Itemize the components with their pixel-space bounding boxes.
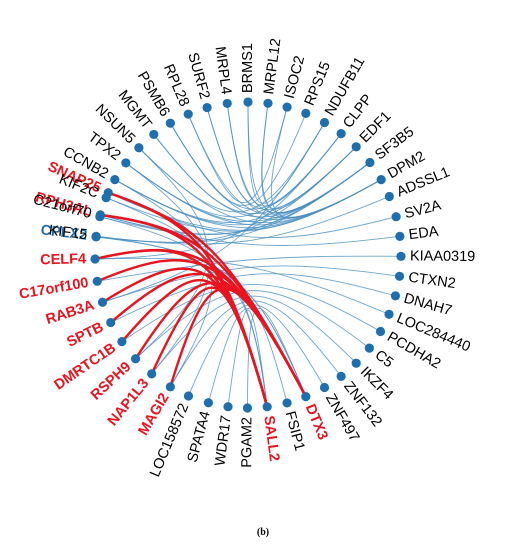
label-SALL2: SALL2 [260, 415, 282, 463]
node-ISOC2 [282, 102, 292, 112]
node-MAGI2 [165, 382, 175, 392]
edge-RSPH9-C5 [135, 290, 370, 360]
label-MRPL12: MRPL12 [261, 37, 284, 95]
edge-MAGI2-DTX3 [169, 287, 307, 398]
node-KIF15 [91, 231, 101, 241]
node-IKZF4 [351, 358, 361, 368]
edges-layer [94, 101, 401, 409]
label-KIF15: KIF15 [48, 223, 88, 244]
node-C17orf100 [92, 276, 102, 286]
node-MRPL12 [263, 98, 273, 108]
node-BRMS1 [243, 97, 253, 107]
label-CTXN2: CTXN2 [407, 270, 456, 292]
node-DPM2 [376, 175, 386, 185]
node-C21orf70 [95, 212, 105, 222]
edge-SPTB-DNAH7 [110, 273, 396, 323]
node-RSPH9 [130, 354, 141, 364]
node-MGMT [149, 129, 159, 140]
node-LOC284440 [384, 309, 394, 319]
label-EDA: EDA [408, 224, 440, 244]
label-C5: C5 [372, 347, 396, 371]
node-ADSSL1 [384, 191, 394, 202]
label-C17orf100: C17orf100 [18, 275, 90, 303]
label-DTX3: DTX3 [302, 402, 331, 442]
node-PSMB6 [165, 118, 175, 128]
label-SV2A: SV2A [403, 197, 443, 222]
label-CPLX2: CPLX2 [40, 222, 88, 243]
label-MRPL4: MRPL4 [212, 46, 234, 96]
node-KIAA0319 [396, 251, 406, 261]
edge-LOC158572-ZNF497 [188, 304, 325, 397]
edge-CELF4-LOC284440 [95, 257, 390, 315]
node-KIF2C [101, 193, 111, 203]
edge-PSMB6-RPS15 [169, 113, 307, 206]
node-CCNB2 [110, 175, 120, 185]
node-DTX3 [301, 392, 311, 402]
node-PCDHA2 [375, 326, 386, 337]
edge-NAP1L3-SALL2 [150, 286, 269, 408]
node-CELF4 [90, 254, 100, 264]
node-EDA [395, 231, 405, 241]
edge-NAP1L3-IKZF4 [151, 295, 357, 375]
node-SV2A [391, 212, 401, 222]
node-RPS15 [301, 108, 311, 118]
node-DNAH7 [390, 291, 401, 301]
label-KIAA0319: KIAA0319 [410, 248, 475, 265]
node-FSIP1 [282, 398, 292, 408]
node-WDR17 [223, 402, 233, 412]
node-NDUFB11 [319, 117, 330, 128]
edge-PGAM2-DTX3 [247, 307, 307, 409]
nodes-layer [90, 97, 406, 413]
edge-TPX2-NAP1L3 [125, 162, 210, 375]
edge-RAB3A-NDUFB11 [102, 122, 325, 303]
node-RPL28 [183, 109, 193, 119]
label-WDR17: WDR17 [212, 415, 234, 467]
node-TPX2 [121, 158, 131, 168]
node-EDF1 [351, 142, 361, 152]
node-ZNF497 [319, 382, 330, 393]
node-NSUN5 [134, 143, 144, 153]
node-MRPL4 [222, 98, 232, 109]
edge-WDR17-SALL2 [227, 309, 268, 407]
edge-CPLX2-EDF1 [96, 146, 357, 243]
edge-SPATA4-FSIP1 [207, 308, 288, 404]
edge-RPH3AL-EDA [100, 214, 400, 246]
node-NAP1L3 [147, 369, 157, 379]
node-SF3B5 [365, 157, 375, 168]
node-PGAM2 [242, 403, 253, 413]
node-RAB3A [97, 297, 108, 307]
node-CLPP [336, 129, 346, 139]
node-SPATA4 [203, 398, 214, 408]
node-SPTB [106, 317, 116, 328]
edge-DMRTC1B-PCDHA2 [121, 284, 381, 343]
node-C5 [364, 343, 374, 353]
node-SALL2 [262, 402, 272, 412]
label-CELF4: CELF4 [40, 251, 86, 268]
label-BRMS1: BRMS1 [240, 43, 256, 93]
edge-NSUN5-NDUFB11 [138, 122, 325, 213]
edge-RPL28-ISOC2 [187, 106, 288, 203]
node-CTXN2 [394, 271, 405, 281]
label-SPATA4: SPATA4 [185, 409, 214, 464]
label-PGAM2: PGAM2 [239, 417, 255, 468]
node-DMRTC1B [117, 337, 127, 347]
label-FSIP1: FSIP1 [282, 410, 308, 453]
node-LOC158572 [183, 391, 194, 401]
edge-CELF4-CLPP [95, 133, 342, 260]
node-ZNF132 [336, 371, 346, 381]
node-SURF2 [202, 102, 212, 113]
figure-caption: (b) [256, 527, 270, 538]
edge-C17orf100-KIAA0319 [97, 255, 401, 282]
